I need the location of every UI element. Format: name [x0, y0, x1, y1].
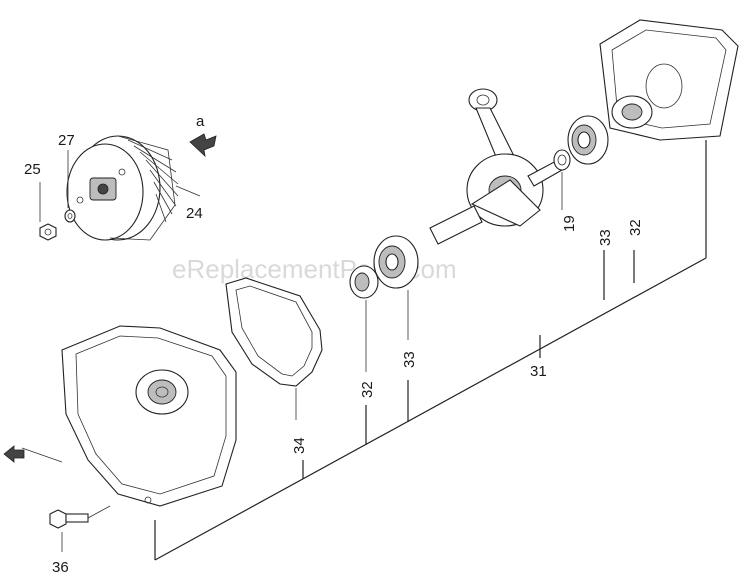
direction-arrow-a [189, 133, 217, 158]
direction-arrow-left [3, 445, 63, 463]
washer-part-27 [64, 209, 76, 223]
crankshaft-assembly [429, 88, 563, 245]
label-27: 27 [58, 132, 75, 149]
label-a: a [196, 113, 205, 130]
label-34: 34 [291, 437, 308, 454]
label-32-lower: 32 [359, 381, 376, 398]
crankcase-half-right [599, 19, 739, 141]
gasket-part-34 [225, 277, 323, 387]
nut-part-25 [39, 223, 57, 241]
bolt-part-36 [49, 505, 111, 529]
label-32-upper: 32 [627, 219, 644, 236]
label-19: 19 [561, 215, 578, 232]
label-25: 25 [24, 161, 41, 178]
leader-24 [175, 185, 201, 197]
label-33-upper: 33 [597, 229, 614, 246]
label-36: 36 [52, 559, 69, 576]
label-31: 31 [530, 363, 547, 380]
flywheel-part-24 [66, 135, 179, 241]
bearing-part-33-upper [567, 115, 609, 165]
bearing-part-33-lower [373, 235, 419, 289]
label-24: 24 [186, 205, 203, 222]
seal-part-19 [553, 149, 571, 171]
seal-part-32-lower [349, 265, 379, 299]
crankcase-half-left [61, 325, 237, 507]
assembly-bracket-31 [154, 140, 707, 561]
label-33-lower: 33 [401, 351, 418, 368]
